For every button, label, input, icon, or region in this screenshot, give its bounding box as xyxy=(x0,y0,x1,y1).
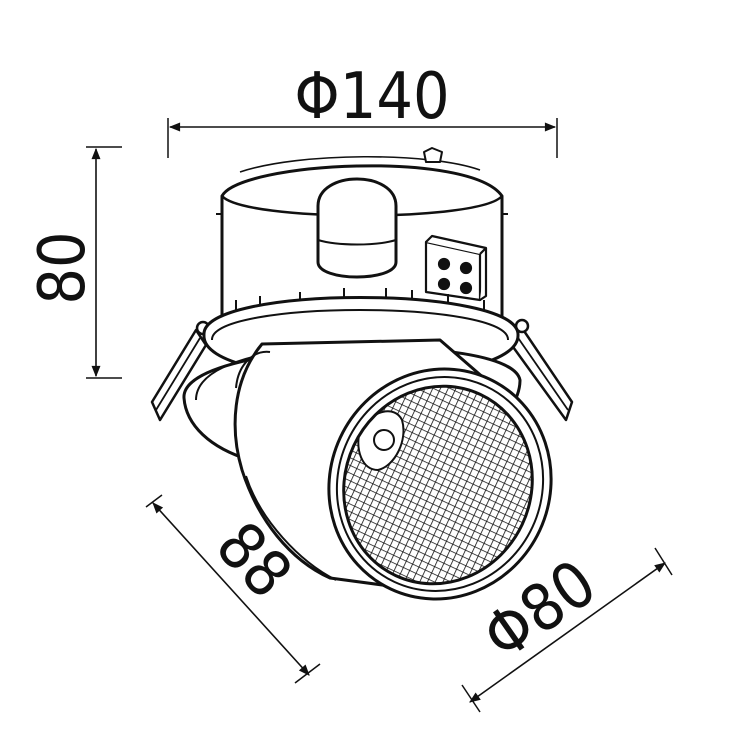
reflector xyxy=(342,384,534,586)
outer-diameter-label: Φ140 xyxy=(294,60,449,134)
downlight-housing xyxy=(150,147,574,601)
dimension-outer-diameter: Φ140 xyxy=(167,60,558,158)
driver-capsule xyxy=(316,177,398,279)
terminal-block xyxy=(424,234,488,302)
dimension-height: 80 xyxy=(26,146,122,379)
height-label: 80 xyxy=(26,231,100,304)
